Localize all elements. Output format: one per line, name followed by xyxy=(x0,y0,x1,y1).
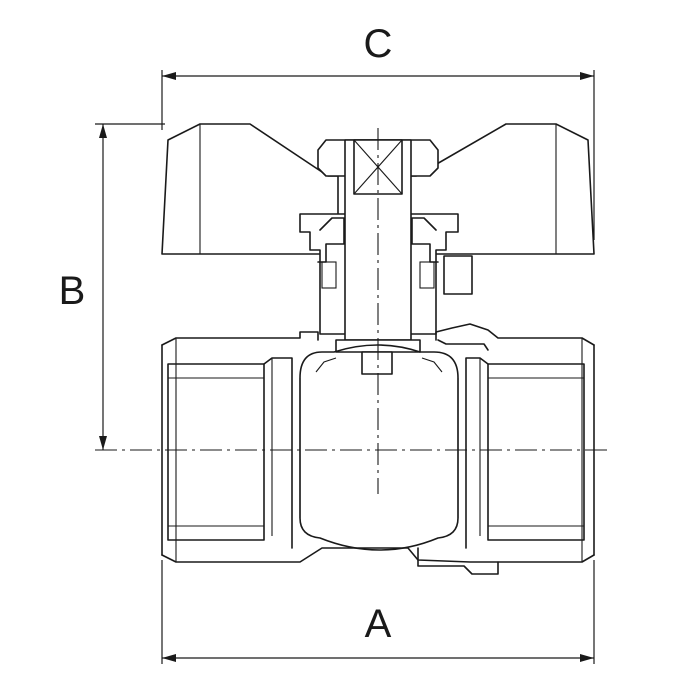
valve-body xyxy=(161,323,595,575)
body-outline-bottom xyxy=(161,547,595,563)
bonnet-right-seal xyxy=(419,261,435,289)
handle-stop-lug xyxy=(443,255,473,295)
dimension-c-arrow-right xyxy=(580,72,594,80)
dimension-b-arrow-bottom xyxy=(99,436,107,450)
ball-right-seat-ring xyxy=(421,357,443,373)
dimension-a-arrow-left xyxy=(162,654,176,662)
ball-left-seat-ring xyxy=(315,357,337,373)
dimension-c: C xyxy=(161,22,595,240)
body-bottom-nut xyxy=(417,547,499,575)
body-outline-top-left xyxy=(161,331,319,346)
dimension-b: B xyxy=(59,123,165,450)
bonnet-left-seal xyxy=(321,261,337,289)
dimension-b-arrow-top xyxy=(99,124,107,138)
ball-outline xyxy=(299,344,459,551)
dimension-a-arrow-right xyxy=(580,654,594,662)
dimension-a-label: A xyxy=(365,602,392,646)
right-port-thread xyxy=(487,363,585,541)
left-port-thread xyxy=(167,363,265,541)
body-outline-top-right xyxy=(435,323,595,346)
ball xyxy=(299,344,459,551)
dimension-b-label: B xyxy=(59,269,86,313)
dimension-c-arrow-left xyxy=(162,72,176,80)
dimension-a: A xyxy=(161,560,595,664)
right-seat-housing xyxy=(465,357,489,549)
stem-tongue xyxy=(361,351,393,375)
left-seat-housing xyxy=(263,357,293,549)
dimension-c-label: C xyxy=(364,22,393,66)
body-top-nut xyxy=(437,339,489,351)
